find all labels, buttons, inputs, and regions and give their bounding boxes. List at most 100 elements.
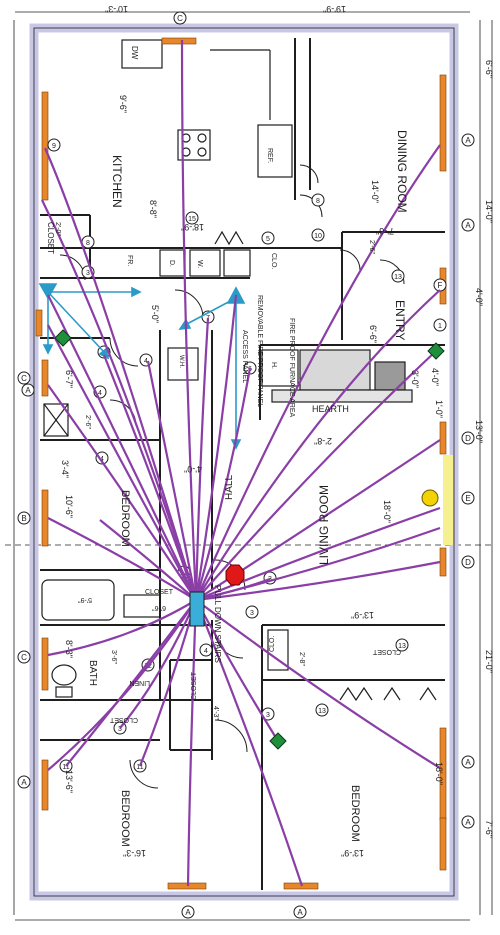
callout-label: 3 [86,270,90,277]
window-marker [41,759,49,811]
room-label-bath: BATH [87,660,98,686]
room-label-hall: HALL [224,475,235,500]
wire-run [47,324,197,601]
dim-two-six: 2'-6" [84,415,91,429]
callout-label: 3 [266,712,270,719]
dim-bed-low-left: 13'-6" [64,770,74,793]
window-tag-label: A [465,136,471,145]
cabinet-marks [214,230,437,702]
wire-run [102,354,198,601]
window-tag: A [461,815,475,829]
window-tag: C [17,371,31,385]
window-marker [439,421,447,455]
window-tag-label: A [297,908,303,917]
window-marker [439,547,447,577]
wire-run [146,360,198,601]
wire-run [65,599,197,767]
callout-label: 15 [188,216,196,223]
window-marker [41,637,49,691]
callout-circle: 4 [95,451,109,465]
dimension-labels: 10'-3" 19'-9" 9'-6" 8'-8" 18'-9" 14'-0" … [54,4,494,858]
wire-run [195,599,279,742]
window-tag-label: E [465,494,470,503]
wire-run [43,147,198,601]
dim-kitchen-w: 9'-6" [118,95,128,113]
callout-circle: 13 [395,638,409,652]
dim-top-left: 10'-3" [105,4,128,14]
dim-bed-top: 6'-7" [64,370,74,388]
window-tag-label: A [185,908,191,917]
window-marker [41,489,49,547]
label-clo-kitchen: CLO. [270,253,277,269]
room-label-bedroom-low-right: BEDROOM [349,785,361,842]
wire-run [195,506,441,602]
label-h: H. [270,362,277,369]
wire-run [47,294,197,601]
wire-run [195,289,441,601]
window-tag: A [293,905,307,919]
wire-run [119,599,198,729]
callout-circle: 13 [391,269,405,283]
outer-dimension-lines [5,11,495,921]
callout-label: 13 [318,708,326,715]
dim-five-nine: 5'-9" [78,596,92,603]
dim-six-six: 6'-6" [152,604,166,611]
dim-stair-len: 2'-6" [368,240,375,254]
sensor-diamond-1 [54,329,72,347]
dim-bed-mid: 10'-6" [64,495,74,518]
room-label-dining: DINING ROOM [395,130,409,213]
dim-right-four: 4'-0" [474,288,484,306]
window-tag: A [21,383,35,397]
wire-run [99,519,197,601]
callout-label: 4 [100,456,104,463]
wire-run [194,367,252,601]
callout-label: 8 [86,240,90,247]
window-tag: A [461,218,475,232]
dim-four-three: 4'-3" [212,706,219,720]
dim-two-zero: 2'-0" [54,222,61,236]
label-pull-down: PULL DOWN STAIRS [213,585,222,663]
dim-hearth-d: 3'-0" [410,370,420,388]
label-closet-mid: CLOSET [145,589,174,596]
label-d: D. [168,260,175,267]
callout-label: 11 [62,764,69,771]
callout-label: 11 [136,764,143,771]
label-ref: REF. [266,148,273,163]
window-tag: F [433,278,447,292]
callout-label: 13 [398,643,406,650]
dim-bath-w: 8'-3" [64,640,74,658]
wire-run [47,599,197,657]
room-label-bedroom-low-left: BEDROOM [119,790,131,847]
label-access-panel: ACCESS PANEL [241,330,248,383]
dim-right-bottom: 7'-6" [484,820,494,838]
dim-right-thirteen: 13'-0" [474,420,484,443]
dim-kitchen-mid: 18'-9" [181,222,204,232]
label-clo-living: CLO. [269,636,276,652]
dim-entry-top: 7'-6" [376,226,394,236]
callout-label: 3 [118,726,122,733]
label-closet-lower: CLOSET [191,671,198,700]
callout-label: 5 [266,236,270,243]
dim-bottom-left: 16'-3" [123,848,146,858]
window-tag: C [17,650,31,664]
label-wh: W.H. [178,355,184,368]
room-label-bedroom-mid: BEDROOM [119,490,131,547]
dim-dining-l: 14'-0" [370,180,380,203]
callout-circle: 4 [139,353,153,367]
window-marker [41,359,49,397]
callout-circle: 10 [311,228,325,242]
wire-run [180,39,198,601]
callout-circle: 13 [315,703,329,717]
callout-label: 4 [98,390,102,397]
window-tag-label: A [25,386,31,395]
label-linen: LINEN [129,679,150,686]
wire-run [194,294,238,601]
dim-right-21: 21'-0" [484,650,494,673]
window-marker [35,309,43,337]
wire-run [41,199,198,601]
window-marker [161,37,197,45]
window-tag-label: C [177,14,183,23]
window-marker [439,74,447,172]
window-tag-label: A [21,778,27,787]
